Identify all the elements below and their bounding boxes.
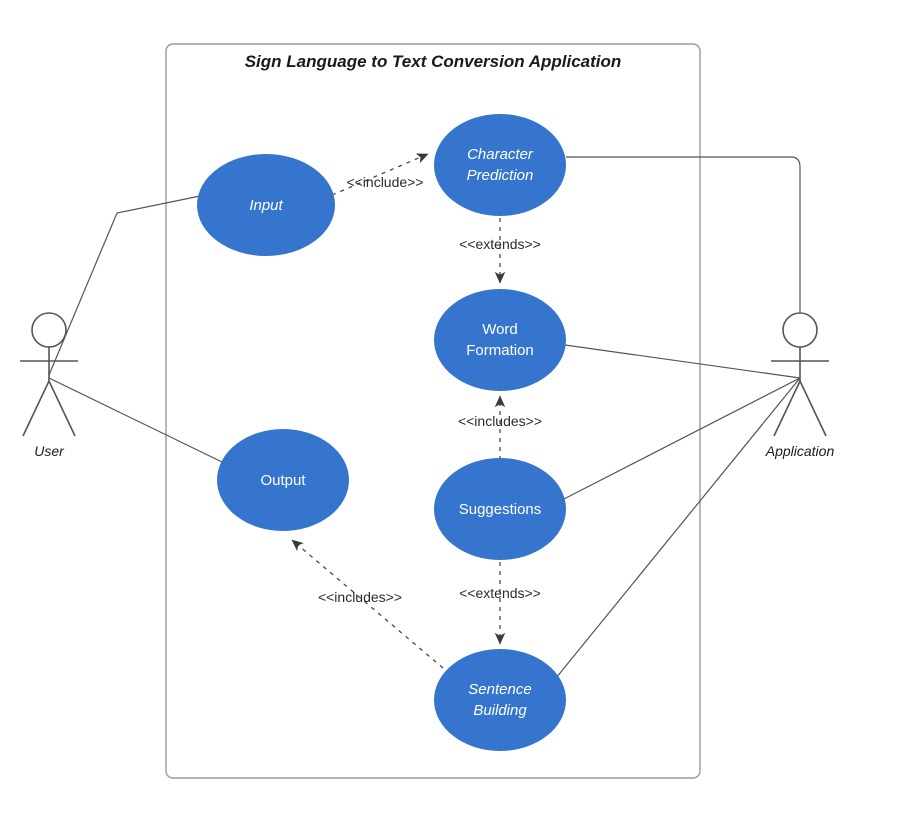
actor-leg-left-icon: [22, 380, 50, 437]
assoc-user-to-output: [48, 377, 223, 463]
actor-leg-left-icon: [773, 380, 801, 437]
actor-label-application: Application: [765, 443, 835, 459]
actor-user[interactable]: User: [20, 312, 78, 459]
use-case-ellipse[interactable]: [217, 429, 349, 531]
actor-head-icon: [782, 312, 818, 348]
use-case-ellipse[interactable]: [434, 114, 566, 216]
actor-leg-right-icon: [48, 380, 76, 437]
use-case-sentence-building[interactable]: Sentence Building: [434, 649, 566, 751]
use-case-label-input: Input: [249, 197, 283, 214]
relationship-labels: <<include>> <<extends>> <<includes>> <<e…: [318, 174, 542, 605]
association-lines: [48, 156, 801, 679]
assoc-user-to-input: [48, 195, 201, 376]
system-boundary-title: Sign Language to Text Conversion Applica…: [245, 52, 622, 71]
use-case-label-suggestions: Suggestions: [459, 501, 542, 518]
dependency-lines: [291, 153, 506, 669]
use-case-ellipse[interactable]: [434, 289, 566, 391]
system-boundary: Sign Language to Text Conversion Applica…: [165, 43, 701, 779]
actor-leg-right-icon: [799, 380, 827, 437]
use-case-label-character-prediction-line2: Prediction: [467, 167, 534, 184]
use-case-label-sentence-building-line1: Sentence: [468, 681, 531, 698]
assoc-application-to-suggestions: [561, 377, 801, 501]
actor-application[interactable]: Application: [765, 312, 835, 459]
use-case-word-formation[interactable]: Word Formation: [434, 289, 566, 391]
rel-label-include: <<include>>: [346, 174, 423, 190]
use-case-ellipse[interactable]: [434, 458, 566, 560]
use-case-ellipse[interactable]: [197, 154, 335, 256]
assoc-application-to-character-prediction: [566, 156, 801, 313]
rel-label-extends-lower: <<extends>>: [459, 585, 541, 601]
actor-head-icon: [31, 312, 67, 348]
use-case-label-output: Output: [260, 472, 306, 489]
system-boundary-rect: [165, 43, 701, 779]
use-case-label-sentence-building-line2: Building: [473, 702, 527, 719]
rel-label-extends-upper: <<extends>>: [459, 236, 541, 252]
use-case-input[interactable]: Input: [197, 154, 335, 256]
actor-label-user: User: [34, 443, 65, 459]
use-case-label-word-formation-line2: Formation: [466, 342, 534, 359]
assoc-application-to-sentence-building: [555, 377, 801, 679]
use-case-output[interactable]: Output: [217, 429, 349, 531]
use-case-label-character-prediction-line1: Character: [467, 146, 534, 163]
use-case-suggestions[interactable]: Suggestions: [434, 458, 566, 560]
rel-label-includes-middle: <<includes>>: [458, 413, 542, 429]
use-case-character-prediction[interactable]: Character Prediction: [434, 114, 566, 216]
rel-label-includes-lower: <<includes>>: [318, 589, 402, 605]
use-case-label-word-formation-line1: Word: [482, 321, 518, 338]
dep-sentence-building-to-output: [291, 539, 444, 669]
use-case-ellipse[interactable]: [434, 649, 566, 751]
assoc-application-to-word-formation: [564, 344, 801, 379]
